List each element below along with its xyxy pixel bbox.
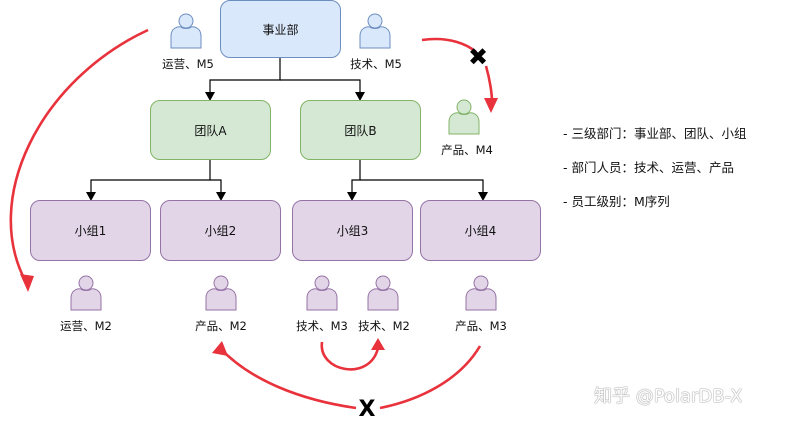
- legend-item-staff: - 部门人员：技术、运营、产品: [563, 160, 734, 175]
- person-label-group4-product: 产品、M3: [455, 319, 507, 333]
- arrow-tech-m3-to-m2: [320, 341, 380, 371]
- node-group-2-label: 小组2: [204, 224, 237, 238]
- person-label-group2-product: 产品、M2: [195, 319, 247, 333]
- connector-teams-groups: [90, 160, 484, 195]
- red-arrows: [9, 28, 494, 410]
- node-root-label: 事业部: [262, 22, 299, 37]
- person-icon-root-ops: [170, 13, 202, 49]
- node-root: 事业部: [220, 0, 341, 58]
- person-label-root-tech: 技术、M5: [350, 57, 402, 71]
- red-arrowheads: [20, 98, 498, 356]
- person-icon-root-tech: [359, 13, 391, 49]
- person-icon-group2-product: [205, 275, 237, 311]
- node-group-3: 小组3: [292, 200, 413, 261]
- legend-item-levels: - 员工级别：M序列: [563, 194, 670, 209]
- person-label-team-b-product: 产品、M4: [441, 143, 493, 157]
- node-team-b-label: 团队B: [344, 123, 377, 138]
- node-group-4: 小组4: [420, 200, 541, 261]
- person-icon-group3-tech-m2: [367, 275, 399, 311]
- person-label-group1-ops: 运营、M2: [60, 319, 112, 333]
- node-group-4-label: 小组4: [464, 224, 497, 238]
- person-label-root-ops: 运营、M5: [162, 57, 214, 71]
- arrow-ops-m5-to-group1: [9, 28, 149, 285]
- legend-item-departments: - 三级部门：事业部、团队、小组: [563, 126, 747, 141]
- person-icon-group4-product: [465, 275, 497, 311]
- node-team-a: 团队A: [150, 100, 271, 160]
- node-team-b: 团队B: [300, 100, 421, 160]
- arrow-tech-m5-to-team-b: [421, 37, 477, 54]
- node-group-2: 小组2: [160, 200, 281, 261]
- arrow-product-m3-to-m2-right: [379, 345, 482, 410]
- node-group-1: 小组1: [30, 200, 151, 261]
- person-icon-team-b-product: [448, 99, 480, 135]
- cross-icon-bottom: X: [358, 397, 376, 422]
- arrow-product-m3-to-m2-left: [219, 347, 357, 410]
- node-group-1-label: 小组1: [74, 224, 107, 238]
- node-team-a-label: 团队A: [194, 123, 227, 138]
- person-label-group3-tech-m2: 技术、M2: [358, 319, 410, 333]
- person-icon-group3-tech-m3: [306, 275, 338, 311]
- person-icon-group1-ops: [70, 275, 102, 311]
- connector-arrowheads: [86, 92, 488, 201]
- person-label-group3-tech-m3: 技术、M3: [296, 319, 348, 333]
- cross-icon-top: ✖: [467, 43, 489, 71]
- watermark: 知乎 @PolarDB-X: [594, 386, 743, 407]
- node-group-3-label: 小组3: [336, 224, 369, 238]
